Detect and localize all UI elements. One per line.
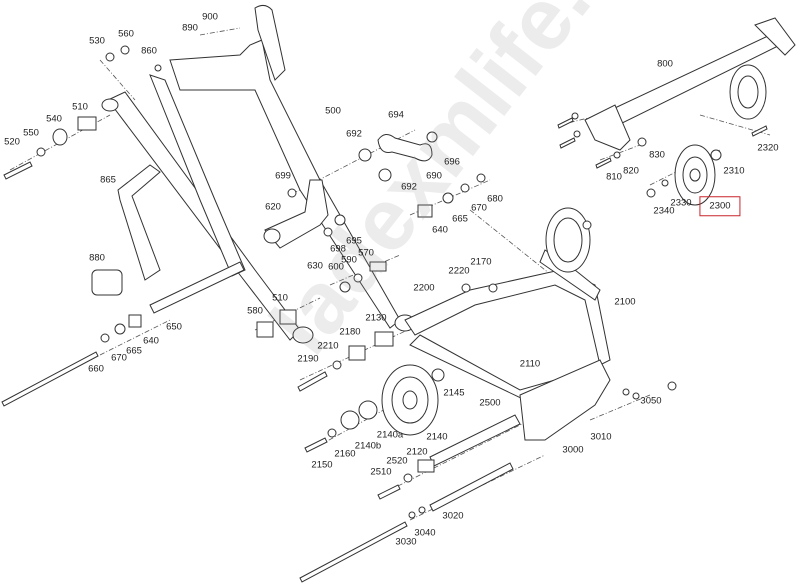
part-label-2220[interactable]: 2220 — [448, 265, 470, 277]
part-label-2140a[interactable]: 2140a — [376, 429, 404, 441]
part-label-580[interactable]: 580 — [247, 305, 263, 317]
part-label-820[interactable]: 820 — [623, 165, 639, 177]
part-label-510-b[interactable]: 510 — [272, 292, 288, 304]
part-label-665[interactable]: 665 — [452, 213, 468, 225]
part-label-570[interactable]: 570 — [358, 247, 374, 259]
part-label-2150[interactable]: 2150 — [311, 459, 333, 471]
part-label-2520[interactable]: 2520 — [386, 455, 408, 467]
part-label-2145[interactable]: 2145 — [443, 387, 465, 399]
part-label-890[interactable]: 890 — [182, 22, 198, 34]
part-label-698[interactable]: 698 — [330, 243, 346, 255]
part-label-830[interactable]: 830 — [649, 149, 665, 161]
shaft-3020 — [429, 462, 514, 512]
part-label-660[interactable]: 660 — [88, 363, 104, 375]
part-label-2300-highlighted[interactable]: 2300 — [699, 196, 741, 216]
part-label-880[interactable]: 880 — [89, 252, 105, 264]
part-label-2310[interactable]: 2310 — [723, 165, 745, 177]
part-label-640-b[interactable]: 640 — [143, 335, 159, 347]
part-label-692-b[interactable]: 692 — [401, 181, 417, 193]
hardware — [3, 45, 768, 519]
part-label-865[interactable]: 865 — [100, 174, 116, 186]
part-label-2500[interactable]: 2500 — [479, 397, 501, 409]
part-label-680[interactable]: 680 — [487, 193, 503, 205]
wheels — [381, 64, 767, 436]
link-plate-690 — [377, 134, 433, 162]
part-label-2320[interactable]: 2320 — [757, 142, 779, 154]
part-label-670-b[interactable]: 670 — [111, 352, 127, 364]
part-label-2200[interactable]: 2200 — [413, 282, 435, 294]
part-label-860[interactable]: 860 — [141, 45, 157, 57]
part-label-692[interactable]: 692 — [346, 128, 362, 140]
part-label-560[interactable]: 560 — [118, 28, 134, 40]
part-label-670[interactable]: 670 — [471, 202, 487, 214]
part-label-530[interactable]: 530 — [89, 35, 105, 47]
part-label-665-b[interactable]: 665 — [126, 345, 142, 357]
part-label-2100[interactable]: 2100 — [614, 296, 636, 308]
shaft-660 — [1, 351, 99, 407]
part-label-3030[interactable]: 3030 — [395, 536, 417, 548]
part-label-2340[interactable]: 2340 — [653, 205, 675, 217]
part-label-2210[interactable]: 2210 — [317, 340, 339, 352]
handle-865 — [117, 164, 161, 281]
part-label-699[interactable]: 699 — [275, 170, 291, 182]
bracket-880 — [91, 269, 123, 296]
part-label-2140b[interactable]: 2140b — [354, 440, 382, 452]
part-label-630[interactable]: 630 — [307, 260, 323, 272]
part-label-590[interactable]: 590 — [341, 254, 357, 266]
part-label-2190[interactable]: 2190 — [297, 353, 319, 365]
part-label-3010[interactable]: 3010 — [590, 431, 612, 443]
part-label-600[interactable]: 600 — [328, 261, 344, 273]
front-arm-frame — [101, 4, 416, 344]
part-label-510[interactable]: 510 — [72, 101, 88, 113]
part-label-2120[interactable]: 2120 — [406, 446, 428, 458]
part-label-694[interactable]: 694 — [388, 109, 404, 121]
part-label-690[interactable]: 690 — [426, 170, 442, 182]
part-label-2510[interactable]: 2510 — [370, 466, 392, 478]
part-label-520[interactable]: 520 — [4, 136, 20, 148]
part-label-900[interactable]: 900 — [202, 11, 218, 23]
rod-3030 — [299, 521, 408, 583]
part-label-800[interactable]: 800 — [657, 58, 673, 70]
part-label-3000[interactable]: 3000 — [562, 444, 584, 456]
part-label-696[interactable]: 696 — [444, 156, 460, 168]
part-label-695[interactable]: 695 — [346, 235, 362, 247]
part-label-2330[interactable]: 2330 — [670, 197, 692, 209]
part-label-2180[interactable]: 2180 — [339, 326, 361, 338]
part-label-3020[interactable]: 3020 — [442, 510, 464, 522]
part-label-2130[interactable]: 2130 — [365, 312, 387, 324]
part-label-810[interactable]: 810 — [606, 171, 622, 183]
part-label-550[interactable]: 550 — [23, 127, 39, 139]
rocker-620 — [263, 179, 329, 249]
part-label-2160[interactable]: 2160 — [334, 448, 356, 460]
part-label-540[interactable]: 540 — [46, 113, 62, 125]
part-label-640[interactable]: 640 — [432, 224, 448, 236]
part-label-3050[interactable]: 3050 — [640, 395, 662, 407]
part-label-620[interactable]: 620 — [265, 201, 281, 213]
part-label-650[interactable]: 650 — [166, 321, 182, 333]
shaft-650 — [149, 261, 245, 314]
part-label-2140[interactable]: 2140 — [426, 431, 448, 443]
part-label-3040[interactable]: 3040 — [414, 527, 436, 539]
part-label-2170[interactable]: 2170 — [470, 256, 492, 268]
part-label-2110[interactable]: 2110 — [519, 358, 541, 370]
cross-shaft-800 — [584, 17, 796, 151]
part-label-500[interactable]: 500 — [325, 105, 341, 117]
